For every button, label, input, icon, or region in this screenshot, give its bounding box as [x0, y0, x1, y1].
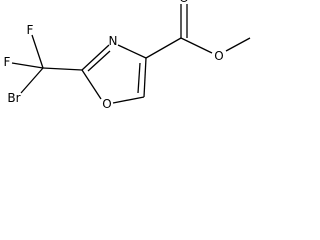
atom-label-f-left: F [4, 55, 11, 69]
atom-label-o-ester: O [214, 49, 223, 63]
chemical-structure-diagram: F F Br N O O O [4, 0, 251, 111]
atom-label-n-ring: N [109, 34, 118, 48]
atom-label-o-ring: O [102, 97, 111, 111]
bond-c-f-left [11, 62, 44, 69]
bond-c4-carbonyl-c [145, 37, 182, 59]
bond-c5-o1 [112, 96, 145, 104]
atom-label-f-top: F [27, 23, 34, 37]
bond-c4-c5-double [137, 62, 141, 94]
bond-c-f-top [31, 34, 44, 69]
bond-c2-n3-double [87, 50, 111, 72]
atom-label-br: Br [7, 91, 20, 105]
bond-o1-c2 [81, 69, 102, 100]
bond-carbonyl-c-o-ester [180, 37, 213, 54]
atom-label-o-carbonyl: O [179, 0, 188, 5]
bond-c-ring-c2 [42, 67, 83, 71]
bond-n3-c4 [117, 44, 147, 59]
bonds [11, 4, 251, 104]
atom-labels: F F Br N O O O [4, 0, 224, 111]
bond-c2-n3 [81, 44, 110, 71]
bond-c-br [20, 67, 44, 94]
bond-c4-c5 [143, 57, 147, 98]
bond-o-methyl [225, 37, 251, 52]
